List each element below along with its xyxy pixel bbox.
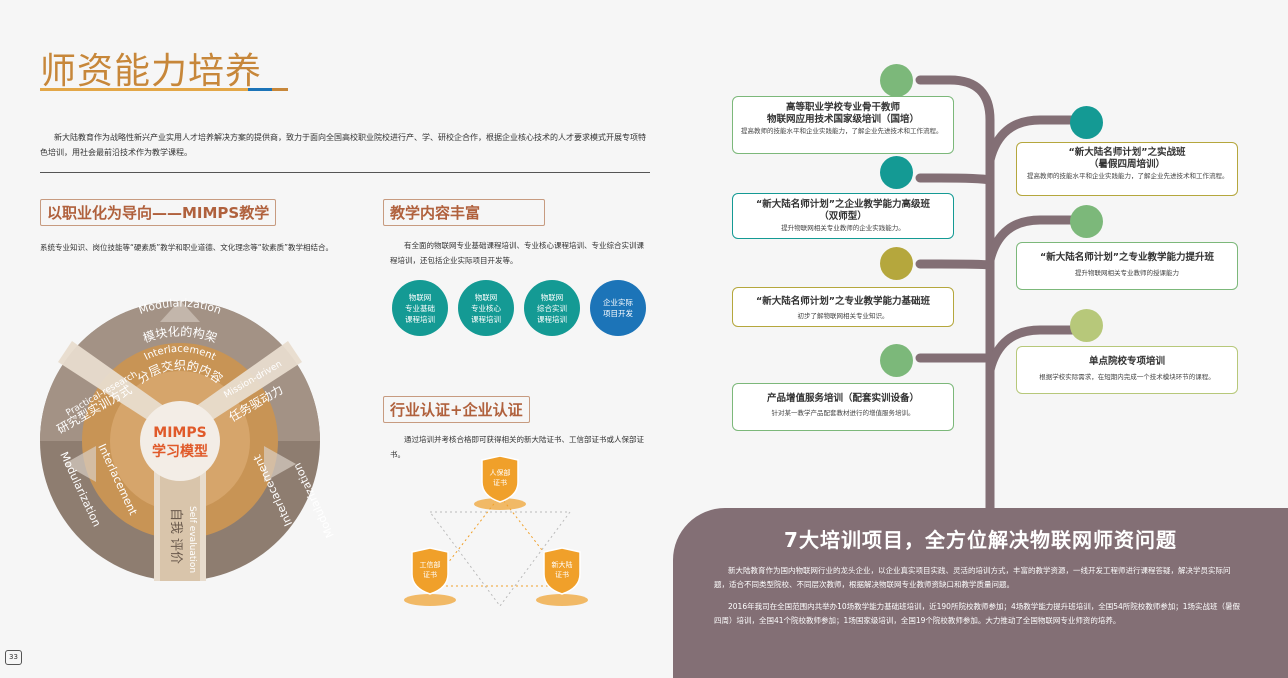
bottom-cn-2: 评价: [168, 538, 183, 564]
training-card-basic: “新大陆名师计划”之专业教学能力基础班 初步了解物联网相关专业知识。: [732, 287, 954, 327]
center-label-2: 学习模型: [152, 443, 208, 460]
training-card-special: 单点院校专项培训 根据学校实际需求，在短期内完成一个技术模块环节的课程。: [1016, 346, 1238, 394]
triangle-up: [428, 495, 572, 587]
content-description: 有全面的物联网专业基础课程培训、专业核心课程培训、专业综合实训课程培训，还包括企…: [390, 241, 644, 265]
training-card-improve: “新大陆名师计划”之专业教学能力提升班 提升物联网相关专业教师的授课能力: [1016, 242, 1238, 290]
arrow-top: [160, 300, 200, 322]
intro-paragraph: 新大陆教育作为战略性新兴产业实用人才培养解决方案的提供商，致力于面向全国高校职业…: [40, 133, 646, 157]
node-dot-4: [880, 344, 913, 377]
circle-enterprise-project: 企业实际 项目开发: [590, 280, 646, 336]
cert-diagram: [404, 456, 588, 607]
cert-description: 通过培训并考核合格即可获得相关的新大陆证书、工信部证书或人保部证书。: [390, 435, 644, 459]
summary-paragraph-2: 2016年我司在全国范围内共举办10场教学能力基础班培训，近190所院校教师参加…: [714, 602, 1241, 625]
bottom-en: Self evaluation: [187, 506, 197, 573]
triangle-down: [429, 511, 571, 607]
summary-title: 7大培训项目，全方位解决物联网师资问题: [784, 528, 1177, 552]
training-card-advanced: “新大陆名师计划”之企业教学能力高级班 （双师型） 提升物联网相关专业教师的企业…: [732, 193, 954, 239]
cert-right-label: 新大陆 证书: [551, 561, 573, 579]
divider: [40, 172, 650, 173]
arrow-right: [264, 446, 296, 482]
center-circle: [140, 401, 220, 481]
circle-iot-basic: 物联网 专业基础 课程培训: [392, 280, 448, 336]
node-dot-7: [1070, 309, 1103, 342]
circle-iot-practice: 物联网 综合实训 课程培训: [524, 280, 580, 336]
shield-left: [411, 547, 449, 595]
cert-section-title: 行业认证+企业认证: [383, 396, 530, 423]
page-title: 师资能力培养: [40, 51, 263, 92]
content-section-title: 教学内容丰富: [383, 199, 545, 226]
title-underline: [40, 88, 288, 91]
node-dot-2: [880, 156, 913, 189]
mimps-description: 系统专业知识、岗位技能等“硬素质”教学和职业道德、文化理念等“软素质”教学相结合…: [40, 243, 334, 252]
cert-top-label: 人保部 证书: [489, 469, 511, 487]
summary-paragraph-1: 新大陆教育作为国内物联网行业的龙头企业，以企业真实项目实践、灵活的培训方式，丰富…: [714, 566, 1231, 589]
arrow-left: [64, 446, 96, 482]
summary-panel: [673, 508, 1288, 678]
training-card-product: 产品增值服务培训（配套实训设备） 针对某一教学产品配套教材进行的增值服务培训。: [732, 383, 954, 431]
node-dot-5: [1070, 106, 1103, 139]
node-dot-3: [880, 247, 913, 280]
node-dot-6: [1070, 205, 1103, 238]
training-card-national: 高等职业学校专业骨干教师 物联网应用技术国家级培训（国培） 提高教师的技能水平和…: [732, 96, 954, 154]
training-card-practical: “新大陆名师计划”之实战班 （暑假四周培训） 提高教师的技能水平和企业实践能力，…: [1016, 142, 1238, 196]
shield-right: [543, 547, 581, 595]
training-tree: [915, 75, 1095, 515]
mimps-model-diagram: MIMPS 学习模型 Modularization 模块化的构架 Interla…: [40, 297, 337, 581]
mimps-section-title: 以职业化为导向——MIMPS教学: [40, 199, 277, 226]
shield-top: [481, 456, 519, 503]
center-label-1: MIMPS: [153, 425, 206, 441]
node-dot-1: [880, 64, 913, 97]
page-number: 33: [5, 650, 22, 665]
circle-iot-core: 物联网 专业核心 课程培训: [458, 280, 514, 336]
spoke-bottom-inner: [160, 466, 200, 581]
bottom-cn-1: 自我: [168, 508, 183, 534]
cert-left-label: 工信部 证书: [419, 561, 441, 579]
